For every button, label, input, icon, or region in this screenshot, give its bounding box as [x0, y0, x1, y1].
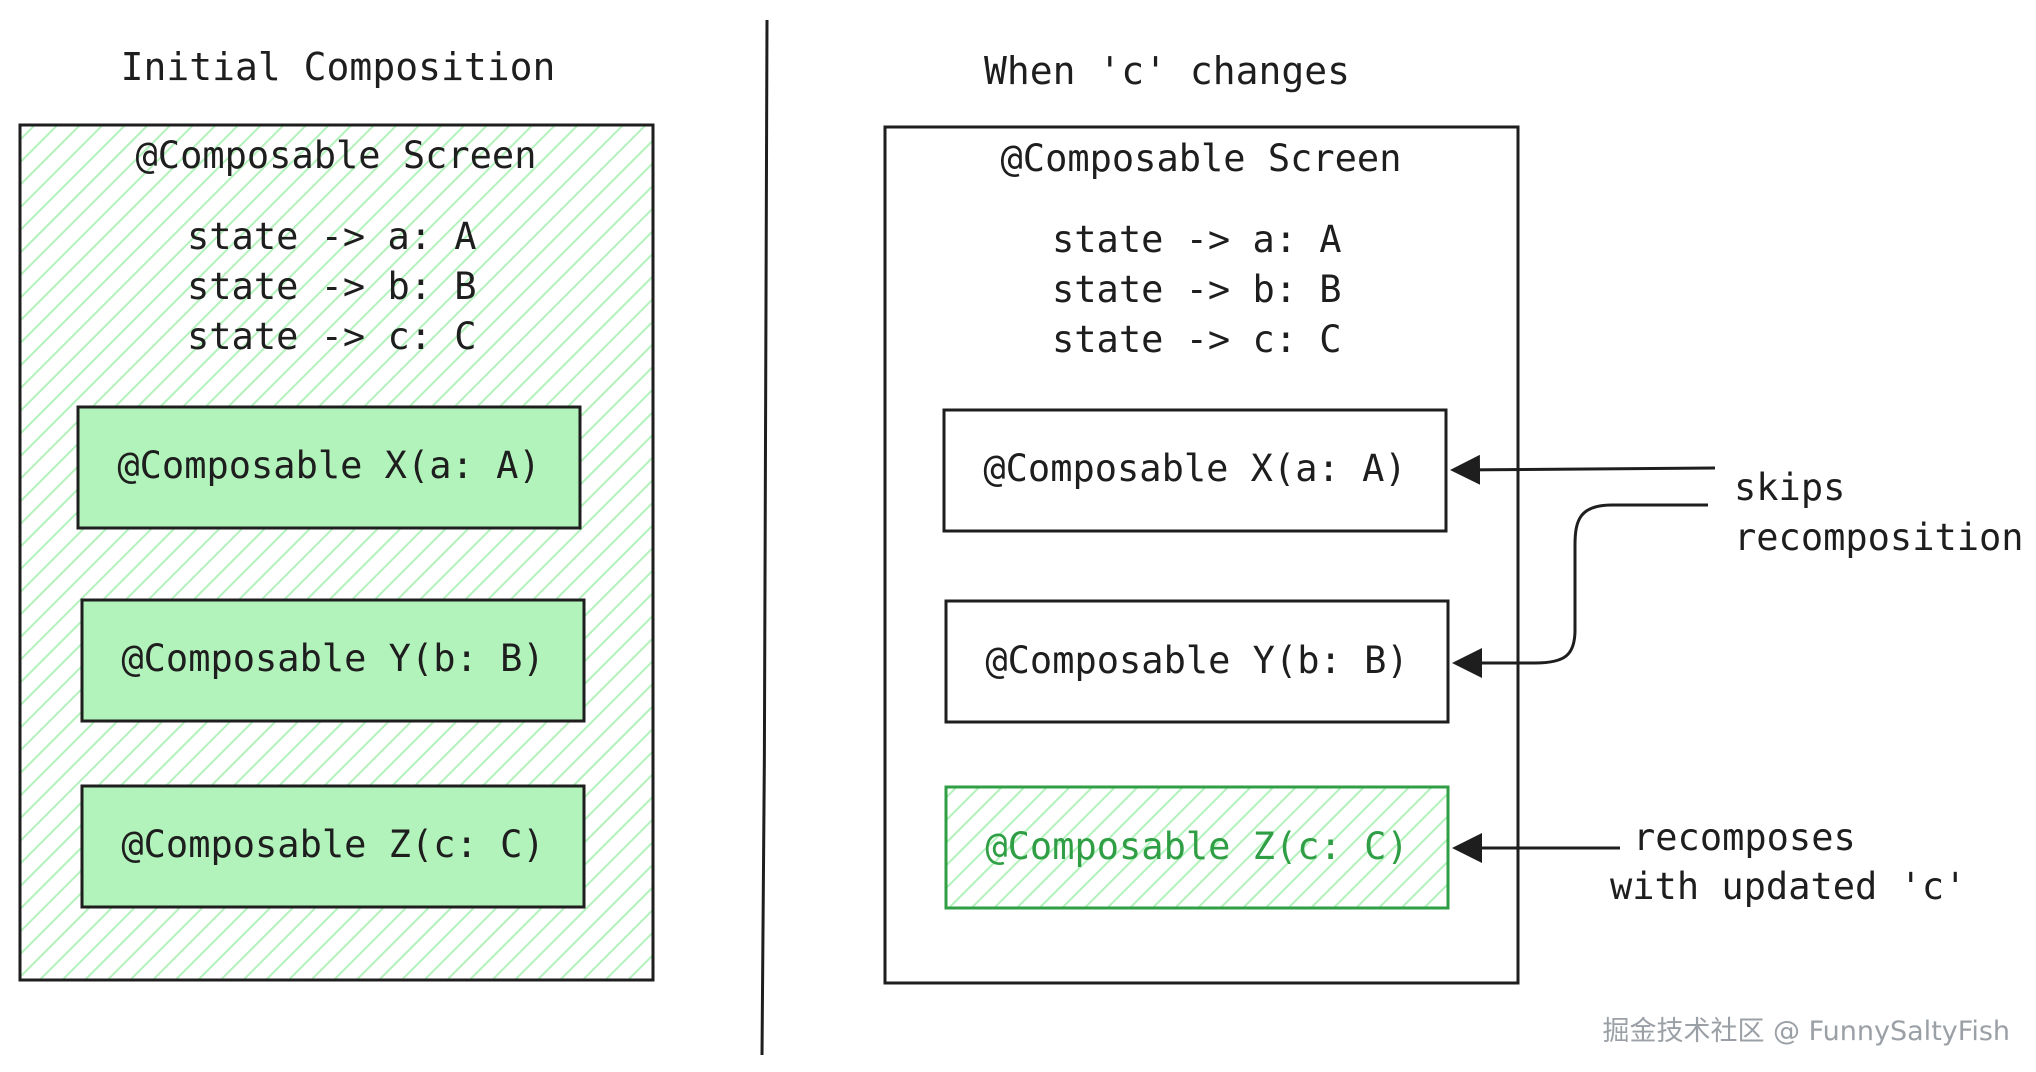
right-composable-x-label: @Composable X(a: A) [983, 447, 1406, 490]
left-composable-y-label: @Composable Y(b: B) [121, 637, 544, 680]
skip-arrow-y [1452, 503, 1708, 678]
right-composable-y-label: @Composable Y(b: B) [985, 639, 1408, 682]
left-composable-x-label: @Composable X(a: A) [117, 444, 540, 487]
left-composable-z-label: @Composable Z(c: C) [121, 823, 544, 866]
panel-divider [760, 19, 769, 1056]
note-recomposes-line1: recomposes [1633, 816, 1856, 859]
right-screen-header: @Composable Screen [1001, 137, 1402, 180]
left-composable-y: @Composable Y(b: B) [80, 598, 586, 723]
left-state-line-b: state -> b: B [187, 265, 477, 308]
note-skips-line1: skips [1734, 466, 1845, 509]
right-composable-z-label: @Composable Z(c: C) [985, 825, 1408, 868]
right-composable-z: @Composable Z(c: C) [944, 785, 1450, 910]
left-screen-header: @Composable Screen [136, 134, 537, 177]
left-state-line-a: state -> a: A [187, 215, 477, 258]
watermark: 掘金技术社区 @ FunnySaltyFish [1602, 1016, 2010, 1047]
left-state-line-c: state -> c: C [187, 315, 477, 358]
right-state-line-c: state -> c: C [1052, 318, 1342, 361]
left-title: Initial Composition [121, 45, 556, 89]
right-composable-y: @Composable Y(b: B) [944, 599, 1450, 724]
right-composable-x: @Composable X(a: A) [942, 408, 1448, 533]
left-composable-x: @Composable X(a: A) [76, 405, 582, 530]
left-composable-z: @Composable Z(c: C) [80, 784, 586, 909]
right-state-line-b: state -> b: B [1052, 268, 1342, 311]
note-recomposes-line2: with updated 'c' [1610, 865, 1966, 908]
skip-arrow-x [1450, 454, 1716, 485]
note-skips-line2: recomposition [1734, 516, 2024, 559]
right-state-line-a: state -> a: A [1052, 218, 1342, 261]
right-title: When 'c' changes [984, 49, 1350, 93]
